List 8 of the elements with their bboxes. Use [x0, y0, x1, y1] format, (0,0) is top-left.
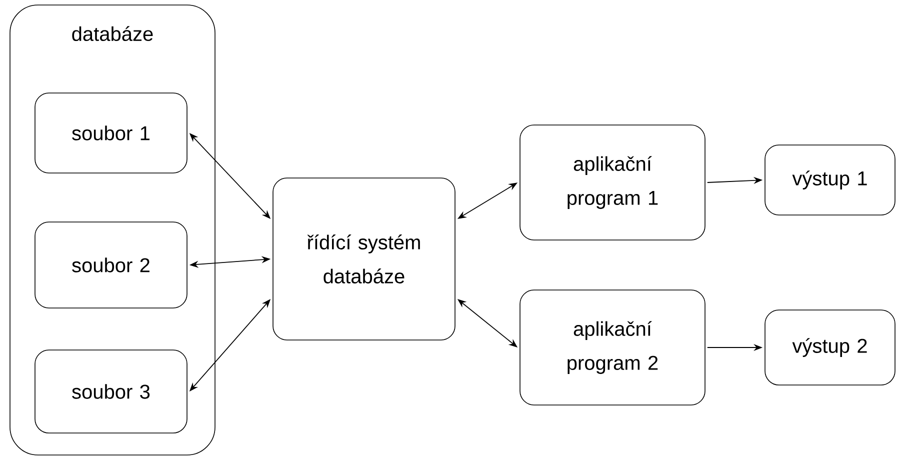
process-box: výstup 2: [764, 310, 896, 386]
process-box: výstup 1: [764, 144, 896, 216]
process-box: aplikační program 2: [520, 290, 706, 406]
process-box: soubor 1: [34, 92, 188, 174]
process-box: řídící systém databáze: [272, 178, 456, 340]
process-box: aplikační program 1: [520, 124, 706, 240]
process-box: soubor 3: [34, 350, 188, 434]
process-box: soubor 2: [34, 222, 188, 308]
